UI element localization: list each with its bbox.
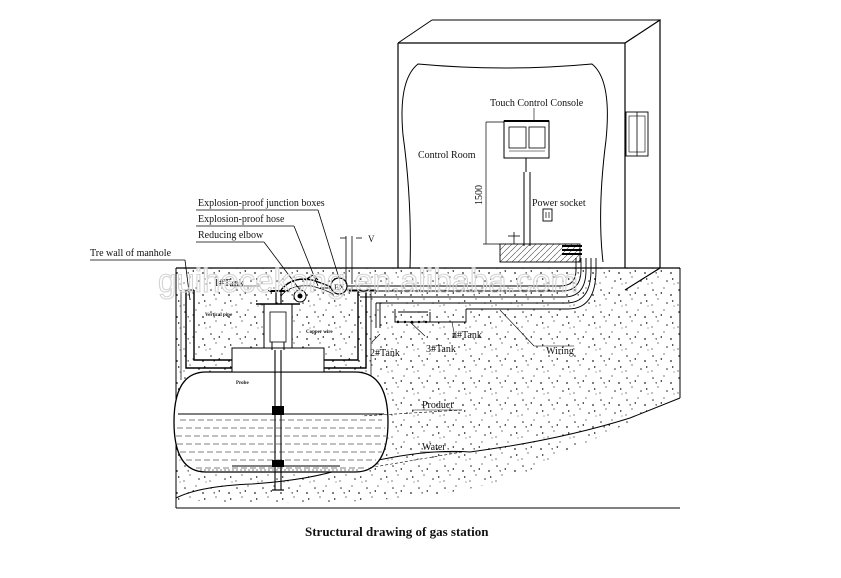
label-control-room: Control Room: [418, 150, 476, 161]
svg-text:V: V: [368, 234, 375, 244]
label-explosion-boxes: Explosion-proof junction boxes: [198, 198, 325, 209]
label-vertical-pipe: Vertical pipe: [205, 313, 233, 318]
cable-tray: [499, 232, 582, 263]
label-water: Water: [422, 442, 446, 453]
water-layer: [200, 465, 360, 471]
wiring-bundle: [349, 258, 597, 328]
vent-marker: V: [340, 234, 375, 284]
label-wiring: Wiring: [546, 346, 574, 357]
dimension-label: 1500: [474, 185, 485, 205]
cable-conduit-dots: [396, 320, 428, 324]
watermark: guihecekong.en.alibaba.com: [158, 262, 578, 299]
label-product: Product: [422, 400, 453, 411]
label-tankn: n#Tank: [452, 330, 482, 341]
label-power-socket: Power socket: [532, 198, 586, 209]
label-tank1: 1#Tank: [214, 278, 244, 289]
label-tank2: 2#Tank: [370, 348, 400, 359]
label-reducing-elbow: Reducing elbow: [198, 230, 264, 241]
junction-box-tag: EX: [334, 283, 345, 292]
control-room-building: [397, 18, 661, 291]
dimension-1500: 1500: [474, 121, 504, 245]
junction-box-assembly: EX: [280, 274, 376, 303]
vertical-pipe-assembly: [256, 290, 300, 491]
label-explosion-hose: Explosion-proof hose: [198, 214, 285, 225]
power-socket: [542, 208, 553, 222]
probe-float: [272, 406, 284, 467]
label-copper-wire: Copper wire: [306, 330, 333, 335]
label-tank3: 3#Tank: [426, 344, 456, 355]
leader-lines: [90, 108, 574, 469]
label-touch-console: Touch Control Console: [490, 98, 584, 109]
touch-control-console: [503, 120, 550, 246]
diagram-title: Structural drawing of gas station: [305, 524, 489, 539]
label-probe: Probe: [236, 381, 249, 386]
label-manhole-wall: Tre wall of manhole: [90, 248, 172, 259]
